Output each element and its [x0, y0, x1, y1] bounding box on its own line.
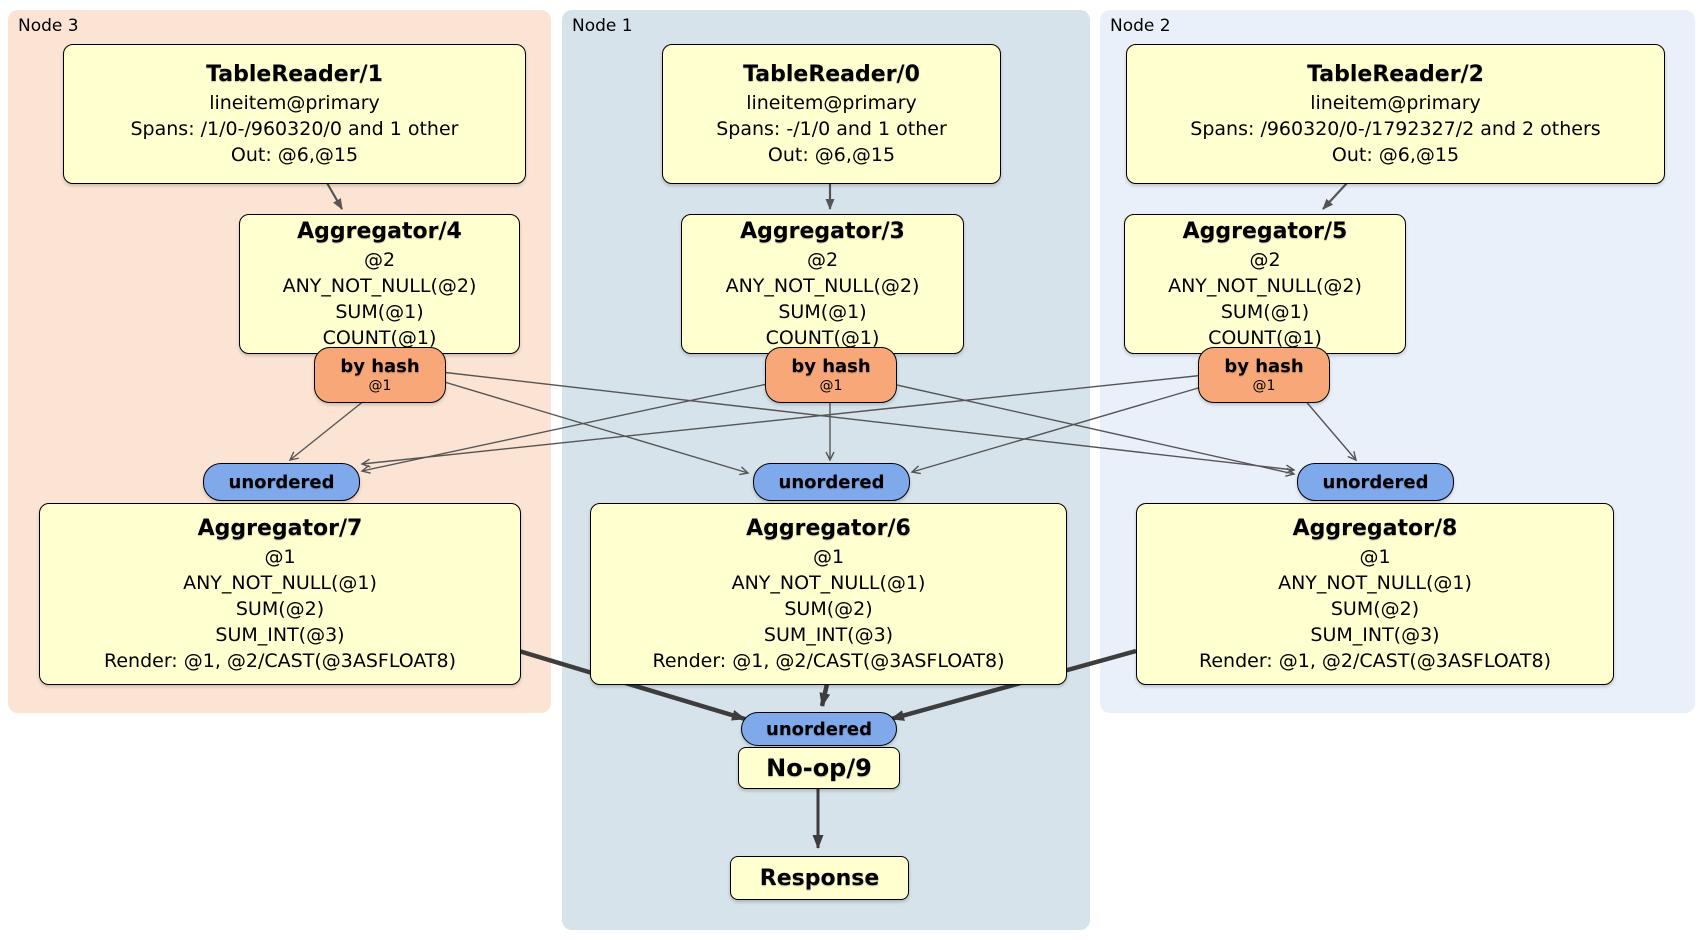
node-line: Out: @6,@15 [1331, 144, 1460, 166]
node-line: SUM(@1) [335, 301, 424, 323]
router-label: by hash [340, 355, 420, 377]
node-line: Spans: -/1/0 and 1 other [716, 118, 947, 140]
sync-label: unordered [228, 471, 335, 493]
node-line: ANY_NOT_NULL(@2) [725, 275, 920, 297]
node-line: ANY_NOT_NULL(@2) [282, 275, 477, 297]
node-aggregator-6: Aggregator/6 @1 ANY_NOT_NULL(@1) SUM(@2)… [590, 503, 1067, 685]
node-title: Aggregator/8 [1292, 516, 1458, 541]
node-line: Spans: /960320/0-/1792327/2 and 2 others [1190, 118, 1601, 140]
node-response: Response [730, 856, 909, 900]
node-tablereader-0: TableReader/0 lineitem@primary Spans: -/… [662, 44, 1001, 184]
node-line: COUNT(@1) [1208, 327, 1322, 349]
node-title: Aggregator/5 [1182, 219, 1348, 244]
node-line: SUM(@2) [784, 598, 873, 620]
node-aggregator-8: Aggregator/8 @1 ANY_NOT_NULL(@1) SUM(@2)… [1136, 503, 1614, 685]
node-title: Aggregator/7 [197, 516, 363, 541]
node-title: Aggregator/6 [746, 516, 911, 541]
node-line: Spans: /1/0-/960320/0 and 1 other [130, 118, 459, 140]
node-line: SUM(@1) [778, 301, 867, 323]
node-line: @1 [812, 546, 845, 568]
node-line: ANY_NOT_NULL(@1) [183, 572, 377, 594]
node-line: SUM_INT(@3) [215, 624, 345, 646]
node-title: TableReader/1 [206, 62, 383, 87]
node-line: SUM_INT(@3) [1310, 624, 1440, 646]
node-line: @2 [806, 249, 839, 271]
node-title: No-op/9 [766, 754, 872, 782]
node-line: Render: @1, @2/CAST(@3ASFLOAT8) [652, 650, 1005, 672]
node-noop-9: No-op/9 [738, 747, 900, 789]
node-line: SUM(@1) [1220, 301, 1310, 323]
sync-label: unordered [778, 471, 885, 493]
node-line: ANY_NOT_NULL(@1) [1278, 572, 1472, 594]
router-by-hash-node1: by hash @1 [765, 347, 897, 403]
router-detail: @1 [368, 377, 392, 394]
sync-label: unordered [766, 718, 872, 740]
hash-to-sync-edges [288, 371, 1358, 477]
node-title: Aggregator/4 [297, 219, 462, 244]
node-line: Out: @6,@15 [767, 144, 896, 166]
router-label: by hash [1224, 355, 1304, 377]
router-by-hash-node2: by hash @1 [1198, 347, 1330, 403]
node-line: @2 [1249, 249, 1281, 271]
group-label: Node 1 [572, 16, 633, 36]
node-line: ANY_NOT_NULL(@2) [1168, 275, 1362, 297]
node-line: SUM(@2) [1330, 598, 1420, 620]
node-line: @1 [264, 546, 296, 568]
node-line: lineitem@primary [1310, 92, 1481, 114]
node-line: ANY_NOT_NULL(@1) [731, 572, 926, 594]
node-title: TableReader/2 [1307, 62, 1484, 87]
node-line: COUNT(@1) [765, 327, 880, 349]
node-line: Out: @6,@15 [230, 144, 359, 166]
node-title: TableReader/0 [743, 62, 920, 87]
router-detail: @1 [819, 377, 843, 394]
node-line: lineitem@primary [209, 92, 380, 114]
node-aggregator-5: Aggregator/5 @2 ANY_NOT_NULL(@2) SUM(@1)… [1124, 214, 1406, 354]
router-detail: @1 [1252, 377, 1276, 394]
node-tablereader-1: TableReader/1 lineitem@primary Spans: /1… [63, 44, 526, 184]
sync-unordered-final: unordered [741, 712, 897, 746]
node-line: SUM_INT(@3) [763, 624, 894, 646]
node-aggregator-3: Aggregator/3 @2 ANY_NOT_NULL(@2) SUM(@1)… [681, 214, 964, 354]
reader-to-aggregator-arrows [326, 182, 1348, 210]
sync-label: unordered [1322, 471, 1429, 493]
sync-unordered-node3: unordered [203, 463, 360, 501]
sync-unordered-node2: unordered [1297, 463, 1454, 501]
node-aggregator-7: Aggregator/7 @1 ANY_NOT_NULL(@1) SUM(@2)… [39, 503, 521, 685]
router-label: by hash [791, 355, 871, 377]
node-line: COUNT(@1) [322, 327, 437, 349]
sync-unordered-node1: unordered [753, 463, 910, 501]
group-label: Node 2 [1110, 16, 1171, 36]
node-tablereader-2: TableReader/2 lineitem@primary Spans: /9… [1126, 44, 1665, 184]
node-line: SUM(@2) [235, 598, 325, 620]
node-line: @1 [1359, 546, 1391, 568]
node-aggregator-4: Aggregator/4 @2 ANY_NOT_NULL(@2) SUM(@1)… [239, 214, 520, 354]
router-by-hash-node3: by hash @1 [314, 347, 446, 403]
node-line: Render: @1, @2/CAST(@3ASFLOAT8) [1199, 650, 1551, 672]
node-title: Aggregator/3 [740, 219, 905, 244]
node-line: Render: @1, @2/CAST(@3ASFLOAT8) [104, 650, 456, 672]
node-title: Response [759, 865, 880, 891]
group-label: Node 3 [18, 16, 79, 36]
node-line: lineitem@primary [746, 92, 917, 114]
aggregator-to-final-sync-arrows [518, 648, 1137, 722]
node-line: @2 [363, 249, 396, 271]
